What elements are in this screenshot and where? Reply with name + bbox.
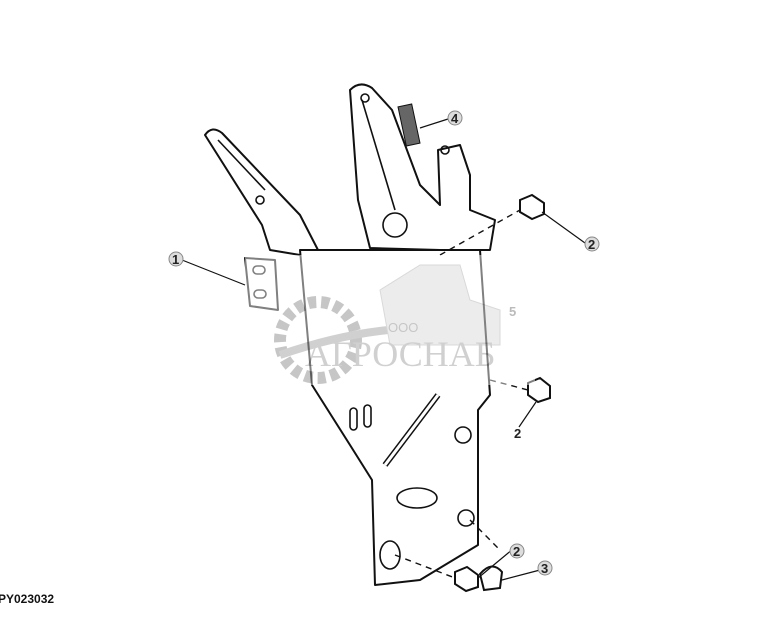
callout-2-upper: 2 [584, 236, 600, 252]
callout-2-middle: 2 [514, 426, 521, 441]
callout-1: 1 [168, 251, 184, 267]
watermark-prefix: ООО [388, 320, 418, 335]
nut-lower [454, 565, 479, 593]
svg-text:2: 2 [513, 544, 520, 559]
callout-5: 5 [509, 304, 516, 319]
svg-text:2: 2 [588, 237, 595, 252]
left-arm-bracket [204, 128, 319, 256]
nut-middle [527, 376, 551, 404]
callout-2-lower: 2 [509, 543, 525, 559]
upper-tall-bracket [349, 83, 496, 251]
callout-4: 4 [447, 110, 463, 126]
svg-text:4: 4 [451, 111, 459, 126]
svg-text:3: 3 [541, 561, 548, 576]
svg-text:5: 5 [509, 304, 516, 319]
cap-nut [478, 565, 504, 592]
svg-text:1: 1 [172, 252, 179, 267]
figure-id: PY023032 [0, 592, 55, 606]
nut-upper [519, 193, 545, 221]
label-strip [397, 103, 421, 147]
watermark-logo: ООО АГРОСНАБ [245, 255, 535, 385]
callout-3: 3 [537, 560, 553, 576]
watermark-name: АГРОСНАБ [305, 334, 495, 374]
svg-text:2: 2 [514, 426, 521, 441]
